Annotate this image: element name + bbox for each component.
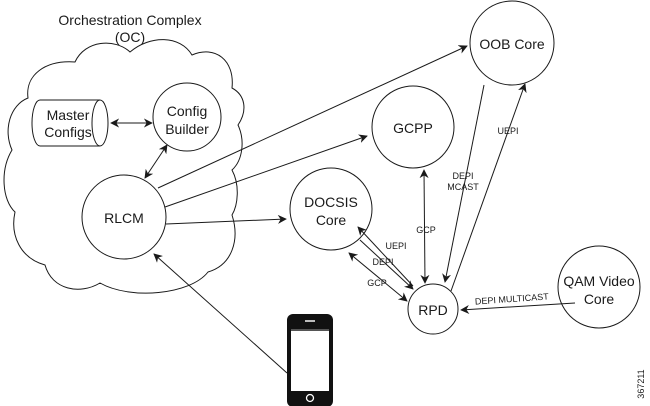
edge-rlcm-gcpp: [164, 134, 368, 208]
edge-label-uepi-docsis: UEPI: [385, 241, 406, 251]
edge-label-depi-oob: DEPI: [452, 171, 473, 181]
gcpp-node: GCPP: [371, 85, 455, 169]
rpd-label: RPD: [418, 302, 448, 318]
edge-gcpp-rpd: [419, 169, 430, 284]
docsis-core-node: DOCSIS Core: [289, 167, 373, 251]
edge-docsis-core-rpd-gcp: [348, 252, 408, 302]
config-builder-label-1: Config: [167, 103, 207, 119]
master-configs-node: Master Configs: [31, 99, 109, 147]
docsis-core-label-2: Core: [316, 212, 347, 228]
oc-title-line1: Orchestration Complex: [58, 12, 201, 28]
master-configs-label-1: Master: [47, 107, 90, 123]
rpd-node: RPD: [407, 283, 459, 335]
edge-label-mcast-oob: MCAST: [447, 182, 479, 192]
qam-video-core-node: QAM Video Core: [557, 245, 641, 329]
docsis-core-label-1: DOCSIS: [304, 194, 358, 210]
qam-video-core-label-1: QAM Video: [563, 273, 635, 289]
edge-phone-rlcm: [153, 253, 288, 374]
edge-config-builder-rlcm: [144, 144, 168, 179]
edge-rlcm-docsis-core: [165, 214, 287, 225]
edge-label-gcp-gcpp: GCP: [416, 225, 436, 235]
oob-core-label: OOB Core: [479, 36, 545, 52]
edge-label-depi-docsis: DEPI: [372, 257, 393, 267]
smartphone-icon: [287, 314, 333, 406]
edge-oob-core-rpd: [442, 84, 485, 283]
edge-rlcm-oob-core: [157, 45, 468, 189]
edge-rpd-oob-core: [450, 83, 527, 292]
edge-label-uepi-oob: UEPI: [497, 126, 518, 136]
master-configs-label-2: Configs: [44, 124, 91, 140]
edge-qam-video-core-rpd: [460, 302, 576, 314]
qam-video-core-label-2: Core: [584, 291, 615, 307]
edge-label-gcp-docsis: GCP: [367, 278, 387, 288]
figure-id: 367211: [636, 369, 646, 398]
rlcm-node: RLCM: [81, 174, 167, 260]
edge-label-depi-multicast: DEPI MULTICAST: [475, 291, 550, 306]
rlcm-label: RLCM: [104, 210, 144, 226]
oc-title-line2: (OC): [115, 29, 145, 45]
config-builder-label-2: Builder: [165, 121, 209, 137]
oob-core-node: OOB Core: [469, 0, 555, 86]
gcpp-label: GCPP: [393, 120, 433, 136]
orchestration-complex-cloud: [3, 39, 245, 294]
config-builder-node: Config Builder: [152, 82, 222, 152]
